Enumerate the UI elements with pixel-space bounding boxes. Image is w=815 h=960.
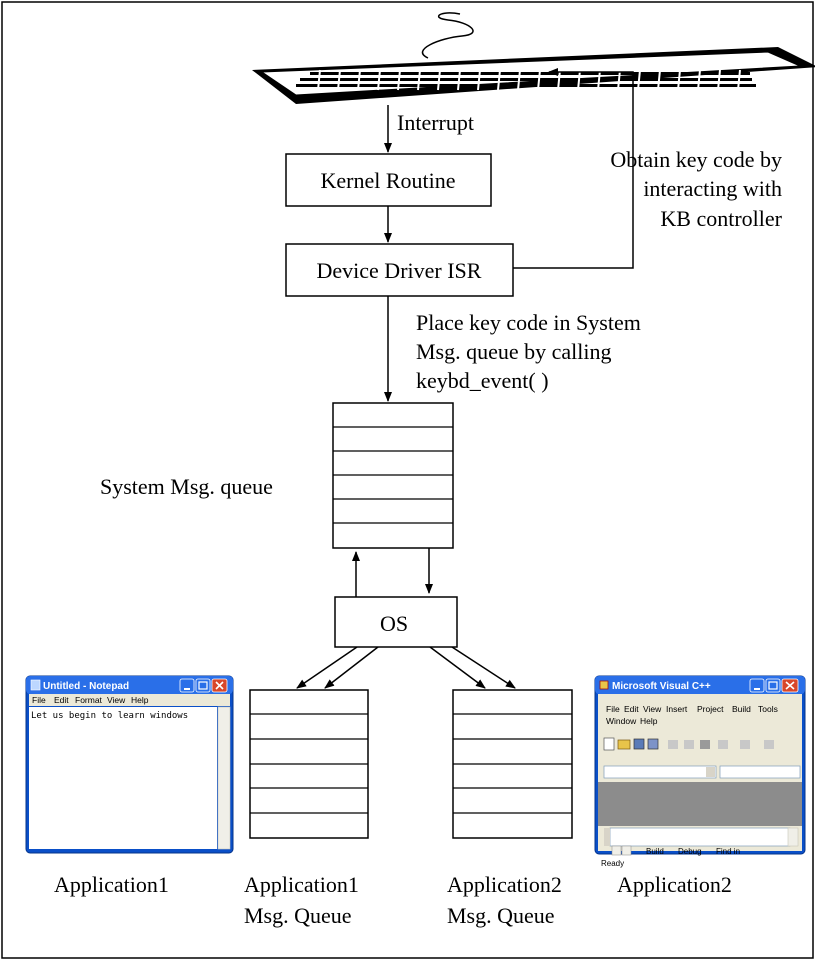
vcpp-menu-view[interactable]: View — [643, 704, 662, 714]
device-driver-isr-label: Device Driver ISR — [317, 258, 482, 283]
tab-find-in-files[interactable]: Find in — [716, 847, 740, 856]
device-driver-isr-box — [285, 243, 514, 297]
more-tools-icon[interactable] — [764, 740, 774, 749]
system-message-queue — [332, 402, 454, 549]
app2-message-queue — [452, 689, 573, 839]
vcpp-menu-project[interactable]: Project — [697, 704, 724, 714]
arrow-os-to-app1-queue-b — [324, 646, 379, 689]
vcpp-output-scrollbar[interactable] — [787, 827, 799, 847]
keyboard-icon — [252, 12, 815, 104]
cut-icon[interactable] — [668, 740, 678, 749]
place-label-line1: Place key code in System — [416, 310, 641, 335]
vcpp-workspace — [598, 782, 802, 826]
notepad-minimize-button[interactable] — [179, 678, 195, 693]
tab-debug[interactable]: Debug — [678, 847, 702, 856]
app1-message-queue — [249, 689, 369, 839]
notepad-window: Untitled - Notepad File Edit Format View… — [25, 675, 234, 854]
notepad-text: Let us begin to learn windows — [31, 711, 188, 721]
arrow-os-to-app1-queue-a — [296, 646, 358, 689]
undo-icon[interactable] — [718, 740, 728, 749]
visual-cpp-window: Microsoft Visual C++ File Edit View Inse… — [594, 675, 806, 856]
arrow-os-to-app2-queue-a — [429, 646, 486, 689]
os-label: OS — [380, 611, 408, 636]
redo-icon[interactable] — [740, 740, 750, 749]
notepad-app-icon — [30, 679, 41, 691]
vcpp-minimize-button[interactable] — [749, 678, 765, 693]
system-queue-label: System Msg. queue — [100, 474, 273, 499]
place-label-line3: keybd_event( ) — [416, 368, 549, 393]
notepad-text-area[interactable] — [29, 707, 217, 849]
vcpp-toolbar — [603, 737, 774, 751]
arrow-os-to-app2-queue-b — [451, 646, 516, 689]
app1-queue-label-line2: Msg. Queue — [244, 903, 352, 928]
notepad-menu-format[interactable]: Format — [75, 695, 103, 705]
vcpp-menu-build[interactable]: Build — [732, 704, 751, 714]
app2-queue-label-line1: Application2 — [447, 872, 562, 897]
vcpp-menu-window[interactable]: Window — [606, 716, 637, 726]
obtain-label-line1: Obtain key code by — [610, 147, 782, 172]
kernel-routine-box — [285, 153, 492, 207]
vcpp-combo-box-2[interactable] — [719, 765, 801, 779]
copy-icon[interactable] — [684, 740, 694, 749]
vcpp-title: Microsoft Visual C++ — [612, 681, 711, 692]
app1-label: Application1 — [54, 872, 169, 897]
vcpp-menu-file[interactable]: File — [606, 704, 620, 714]
place-label-line2: Msg. queue by calling — [416, 339, 612, 364]
vcpp-app-icon — [599, 680, 609, 690]
interrupt-label: Interrupt — [397, 110, 474, 135]
vcpp-menu-help[interactable]: Help — [640, 716, 658, 726]
notepad-menubar — [29, 694, 230, 706]
notepad-scrollbar[interactable] — [217, 706, 231, 850]
tab-scroll-left-icon[interactable] — [611, 845, 622, 856]
notepad-menu-file[interactable]: File — [32, 695, 46, 705]
vcpp-maximize-button[interactable] — [765, 678, 781, 693]
vcpp-menu-tools[interactable]: Tools — [758, 704, 778, 714]
vcpp-menu-insert[interactable]: Insert — [666, 704, 688, 714]
notepad-menu-edit[interactable]: Edit — [54, 695, 69, 705]
chevron-down-icon[interactable] — [706, 767, 715, 777]
obtain-label-line3: KB controller — [660, 206, 782, 231]
kernel-routine-label: Kernel Routine — [320, 168, 455, 193]
app2-label: Application2 — [617, 872, 732, 897]
notepad-menu-help[interactable]: Help — [131, 695, 149, 705]
app1-queue-label-line1: Application1 — [244, 872, 359, 897]
tab-scroll-right-icon[interactable] — [621, 845, 632, 856]
open-folder-icon[interactable] — [617, 739, 631, 750]
paste-icon[interactable] — [700, 740, 710, 749]
vcpp-combo-box[interactable] — [603, 765, 717, 779]
new-file-icon[interactable] — [603, 737, 615, 751]
arrow-isr-to-keyboard — [513, 68, 634, 269]
app2-queue-label-line2: Msg. Queue — [447, 903, 555, 928]
close-icon — [785, 681, 795, 690]
vcpp-status-text: Ready — [601, 859, 624, 868]
tab-build[interactable]: Build — [646, 847, 664, 856]
notepad-menu-view[interactable]: View — [107, 695, 126, 705]
save-icon[interactable] — [633, 738, 645, 750]
close-icon — [215, 681, 224, 690]
obtain-label-line2: interacting with — [643, 176, 782, 201]
save-all-icon[interactable] — [647, 738, 659, 750]
os-box — [334, 596, 458, 648]
vcpp-output-pane[interactable] — [609, 827, 791, 847]
notepad-title: Untitled - Notepad — [43, 681, 129, 692]
notepad-maximize-button[interactable] — [195, 678, 211, 693]
vcpp-menu-edit[interactable]: Edit — [624, 704, 639, 714]
